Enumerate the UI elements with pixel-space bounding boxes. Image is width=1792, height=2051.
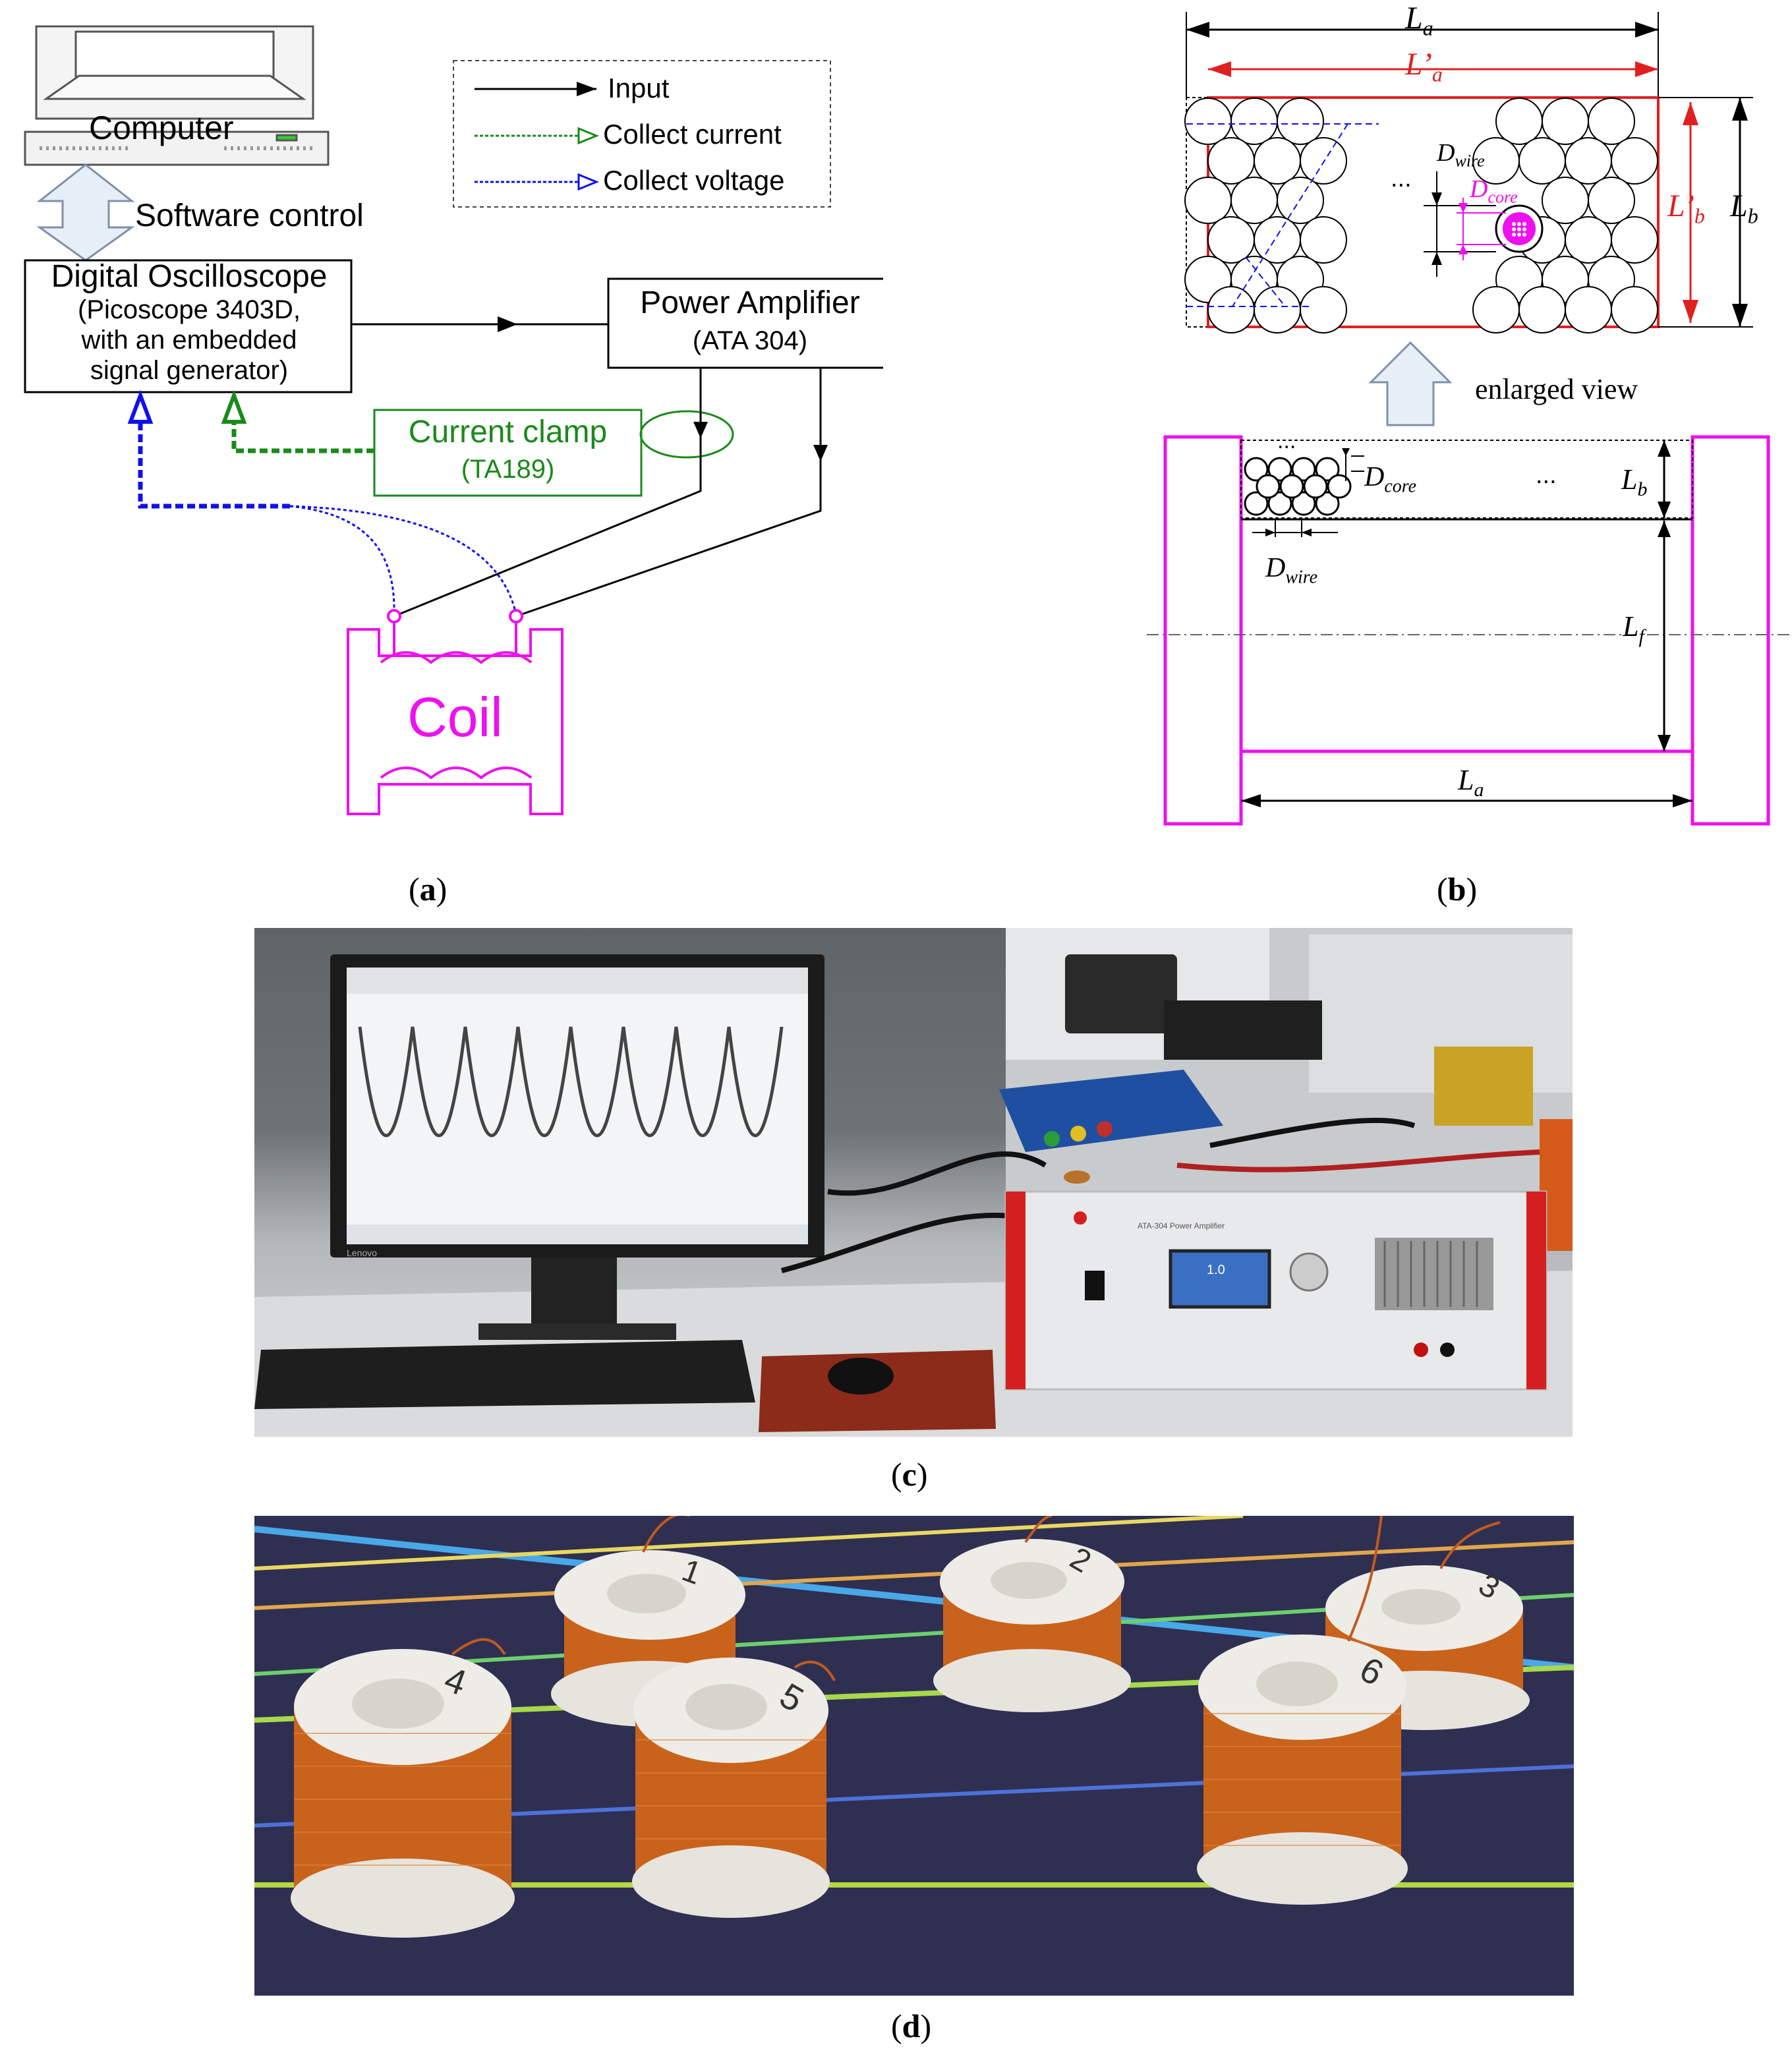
clamp-box (373, 409, 643, 497)
La-prime-label: L’a (1405, 47, 1443, 86)
amplifier-model: (ATA 304) (692, 326, 808, 355)
caption-b: (b) (1437, 871, 1478, 908)
amp-wire-1 (393, 368, 702, 618)
La-top-label: La (1405, 1, 1433, 40)
coil-5 (632, 1658, 830, 1918)
bobbin-wire-bundle (1244, 457, 1352, 516)
computer-label: Computer (89, 109, 234, 146)
right-wire-bundle (1472, 98, 1658, 333)
Lb-top-label: Lb (1730, 188, 1758, 228)
Lf-label: Lf (1623, 610, 1644, 647)
caption-a: (a) (409, 871, 448, 908)
oscilloscope-line3: signal generator) (90, 356, 289, 385)
oscilloscope-box (24, 259, 353, 393)
enlarged-view-label: enlarged view (1475, 373, 1638, 405)
caption-d: (d) (891, 2008, 932, 2044)
ellipsis-bobbin-right: ... (1536, 461, 1557, 489)
legend-input-label: Input (608, 72, 670, 103)
ellipsis-top: ... (1391, 165, 1412, 192)
clamp-title: Current clamp (408, 415, 608, 449)
bobbin-frame (1163, 435, 1770, 826)
oscilloscope-title: Digital Oscilloscope (51, 259, 328, 294)
left-wire-bundle (1184, 98, 1347, 333)
current-arrowhead (221, 390, 247, 424)
amplifier-front-label: ATA-304 Power Amplifier (1138, 1221, 1225, 1230)
Dwire-bobbin-label: Dwire (1265, 553, 1318, 588)
oscilloscope-line2: with an embedded (81, 326, 297, 355)
ellipsis-bobbin-left: ... (1277, 428, 1296, 453)
amplifier-title: Power Amplifier (640, 285, 860, 320)
coil-label: Coil (407, 686, 503, 748)
voltage-collect-line (138, 410, 290, 509)
caption-c: (c) (891, 1456, 928, 1493)
photo-d-illustration (254, 1516, 1574, 1938)
legend-box (453, 60, 831, 208)
Dcore-top-label: Dcore (1470, 175, 1518, 207)
photo-c-illustration (254, 928, 1573, 1437)
amp-wire-2 (515, 368, 822, 618)
panel-b: La L’a L’b Lb ... Dwire Dcore enlarged v… (1147, 0, 1792, 857)
coil-shape (347, 609, 564, 815)
software-control-label: Software control (135, 198, 364, 233)
Dwire-top-label: Dwire (1437, 139, 1485, 171)
amplifier-display-value: 1.0 (1207, 1263, 1225, 1277)
panel-b-diagram (1147, 12, 1792, 826)
monitor-brand: Lenovo (347, 1248, 377, 1258)
Lb-prime-label: L’b (1667, 188, 1705, 228)
current-collect-line (231, 410, 374, 453)
photo-d-coils: 1 2 3 4 5 6 (254, 1516, 1574, 1996)
coil-2 (933, 1539, 1131, 1712)
coil-4 (291, 1649, 515, 1938)
legend-current-label: Collect current (603, 119, 782, 150)
voltage-arrowhead (127, 390, 154, 424)
legend-voltage-label: Collect voltage (603, 165, 785, 196)
software-control-arrow (36, 163, 135, 262)
panel-a: Computer Software control Digital Oscill… (0, 0, 883, 857)
photo-c-lab-setup: Lenovo ATA-304 Power Amplifier 1.0 (254, 928, 1573, 1437)
clamp-model: (TA189) (461, 455, 555, 484)
Dcore-bobbin-label: Dcore (1364, 462, 1417, 497)
enlarged-view-arrow (1368, 341, 1453, 426)
oscilloscope-line1: (Picoscope 3403D, (78, 295, 301, 324)
panel-a-diagram (24, 25, 883, 815)
Lb-bobbin-label: Lb (1621, 463, 1648, 500)
computer-icon (24, 25, 330, 166)
La-bottom-label: La (1458, 764, 1484, 801)
clamp-ring (639, 410, 734, 459)
